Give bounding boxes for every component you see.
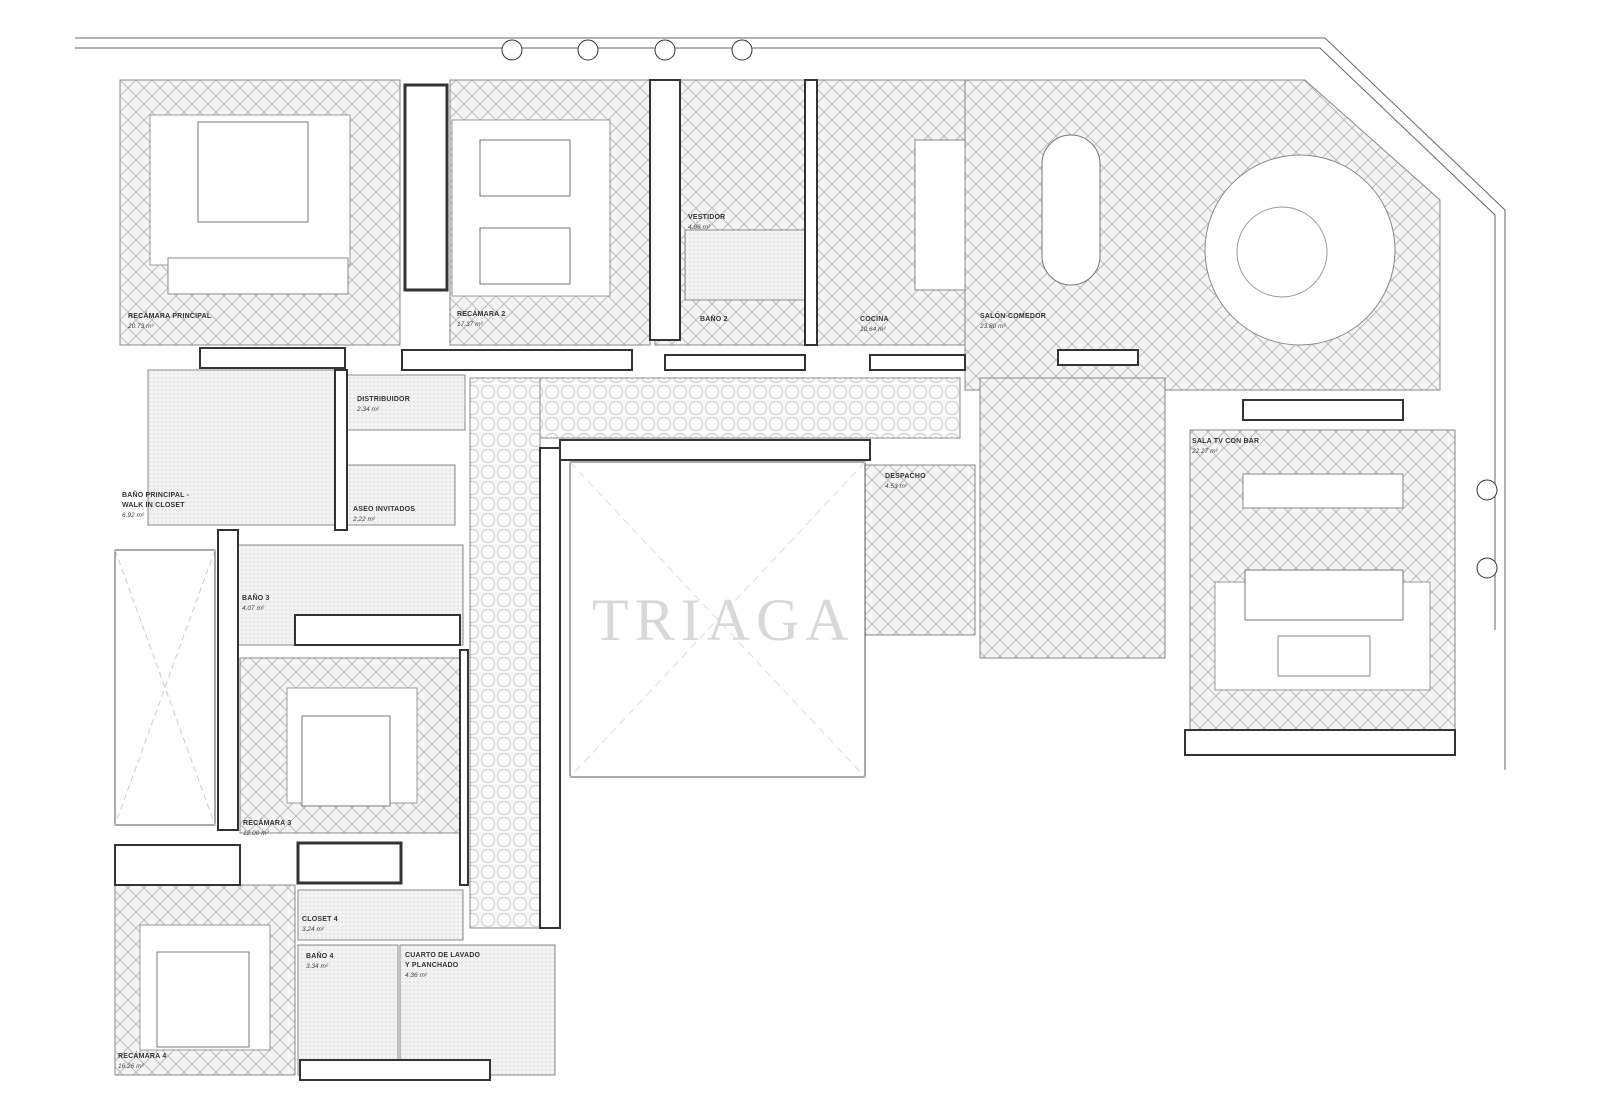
area-cocina: 10.64 m²: [860, 326, 886, 333]
area-sala-tv: 22.27 m²: [1191, 448, 1218, 455]
label-recamara-3: RECÁMARA 3: [243, 818, 291, 827]
room-bano-4: [297, 944, 399, 1076]
room-recamara-2: [449, 79, 651, 346]
label-recamara-2: RECÁMARA 2: [457, 309, 505, 318]
room-salon-comedor: [964, 79, 1441, 391]
area-despacho: 4.53 m²: [885, 483, 908, 490]
label-cuarto-lavado: CUARTO DE LAVADO: [405, 952, 480, 959]
room-recamara-4: [114, 884, 296, 1076]
watermark: TRIAGA: [592, 587, 855, 653]
sofa-icon: [1244, 569, 1404, 621]
area-aseo-invitados: 2.22 m²: [352, 516, 376, 523]
area-recamara-3: 12.00 m²: [243, 830, 269, 837]
label-despacho: DESPACHO: [885, 473, 926, 480]
room-bano-2: [684, 229, 806, 301]
facade-line: [75, 37, 1506, 770]
area-recamara-4: 16.26 m²: [118, 1063, 144, 1070]
room-distribuidor: [344, 374, 466, 431]
area-cuarto-lavado: 4.36 m²: [405, 972, 428, 979]
label-bano-principal-2: WALK IN CLOSET: [122, 502, 185, 509]
area-bano-3: 4.07 m²: [242, 605, 265, 612]
room-aseo-invitados: [344, 464, 456, 526]
label-recamara-principal: RECÁMARA PRINCIPAL: [128, 311, 212, 320]
label-cuarto-lavado-2: Y PLANCHADO: [405, 962, 459, 969]
area-closet-4: 3.24 m²: [302, 926, 325, 933]
room-recamara-principal: [119, 79, 401, 346]
area-recamara-2: 17.37 m²: [457, 321, 483, 328]
room-foyer: [979, 377, 1166, 659]
room-cuarto-lavado: [399, 944, 556, 1076]
room-bano-principal: [147, 369, 339, 526]
room-labels: RECÁMARA PRINCIPAL 20.73 m² RECÁMARA 2 1…: [118, 214, 1259, 1070]
bed-icon: [156, 951, 250, 1048]
label-bano-3: BAÑO 3: [242, 593, 270, 602]
area-bano-4: 3.34 m²: [306, 963, 329, 970]
bed-icon: [301, 715, 391, 807]
label-distribuidor: DISTRIBUIDOR: [357, 396, 410, 403]
closet: [296, 841, 403, 885]
label-recamara-4: RECÁMARA 4: [118, 1051, 166, 1060]
kitchen-island: [914, 139, 971, 291]
closet: [403, 83, 449, 292]
area-recamara-principal: 20.73 m²: [127, 323, 154, 330]
room-recamara-3: [239, 657, 461, 834]
label-cocina: COCINA: [860, 316, 889, 323]
bed-icon: [197, 121, 309, 223]
area-bano-principal: 6.92 m²: [122, 512, 145, 519]
corridor: [469, 377, 961, 929]
area-vestidor: 4.86 m²: [688, 224, 711, 231]
room-despacho: [859, 464, 976, 636]
bar-counter: [1242, 473, 1404, 509]
label-closet-4: CLOSET 4: [302, 916, 338, 923]
windows: [501, 39, 1498, 579]
label-bano-4: BAÑO 4: [306, 951, 334, 960]
bed-icon: [479, 227, 571, 285]
label-aseo-invitados: ASEO INVITADOS: [353, 506, 415, 513]
bed-icon: [479, 139, 571, 197]
label-bano-principal: BAÑO PRINCIPAL -: [122, 490, 190, 499]
area-salon-comedor: 23.80 m²: [979, 323, 1006, 330]
room-sala-tv: [1189, 429, 1456, 731]
room-closet-4: [297, 889, 464, 941]
label-salon-comedor: SALÓN-COMEDOR: [980, 311, 1046, 320]
area-distribuidor: 2.34 m²: [356, 406, 380, 413]
label-sala-tv: SALA TV CON BAR: [1192, 438, 1259, 445]
walls: [114, 79, 1456, 1081]
label-vestidor: VESTIDOR: [688, 214, 725, 221]
dining-table-icon: [1041, 134, 1101, 286]
label-bano-2: BAÑO 2: [700, 314, 728, 323]
